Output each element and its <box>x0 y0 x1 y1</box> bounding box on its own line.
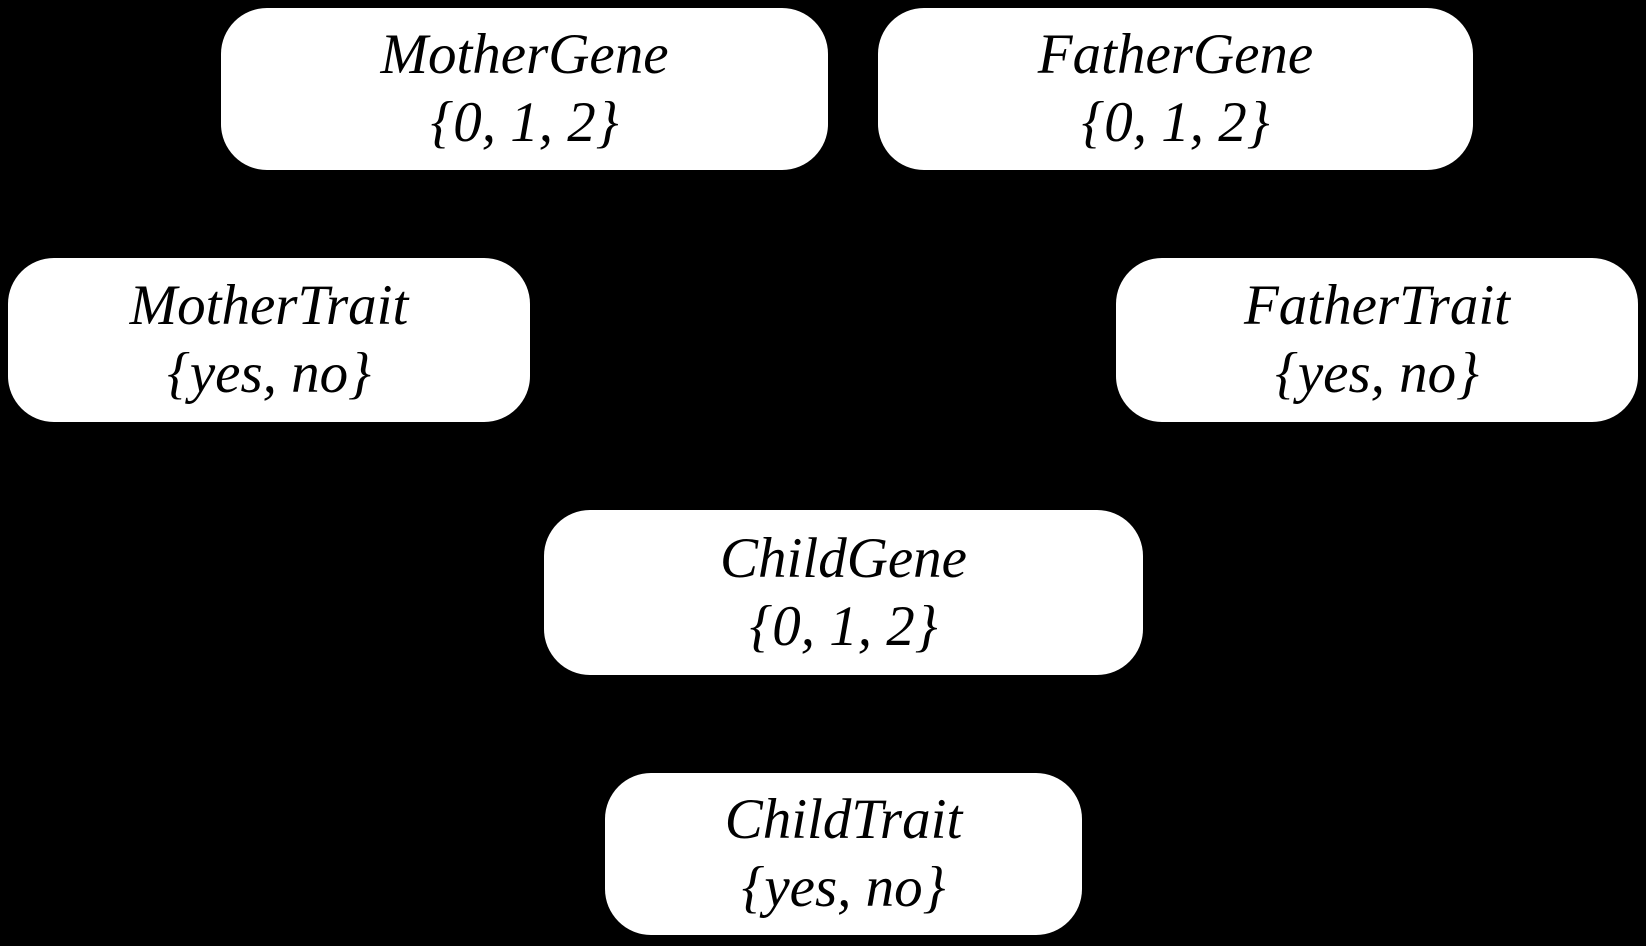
node-child-trait-domain: {yes, no} <box>741 856 946 919</box>
node-father-trait: FatherTrait {yes, no} <box>1116 258 1638 422</box>
node-father-gene-label: FatherGene <box>1037 23 1314 86</box>
node-mother-trait-label: MotherTrait <box>129 274 409 337</box>
node-father-gene-domain: {0, 1, 2} <box>1081 91 1270 154</box>
node-mother-gene: MotherGene {0, 1, 2} <box>221 8 828 170</box>
node-mother-trait: MotherTrait {yes, no} <box>8 258 530 422</box>
node-father-trait-label: FatherTrait <box>1243 274 1511 337</box>
node-father-gene: FatherGene {0, 1, 2} <box>878 8 1473 170</box>
node-mother-gene-domain: {0, 1, 2} <box>430 91 619 154</box>
node-child-gene-label: ChildGene <box>720 526 967 590</box>
node-child-gene-domain: {0, 1, 2} <box>749 594 938 658</box>
node-mother-trait-domain: {yes, no} <box>167 342 371 405</box>
node-child-trait-label: ChildTrait <box>724 788 963 851</box>
node-child-trait: ChildTrait {yes, no} <box>605 773 1082 935</box>
node-child-gene: ChildGene {0, 1, 2} <box>544 510 1143 675</box>
node-father-trait-domain: {yes, no} <box>1275 342 1479 405</box>
node-mother-gene-label: MotherGene <box>380 23 669 86</box>
